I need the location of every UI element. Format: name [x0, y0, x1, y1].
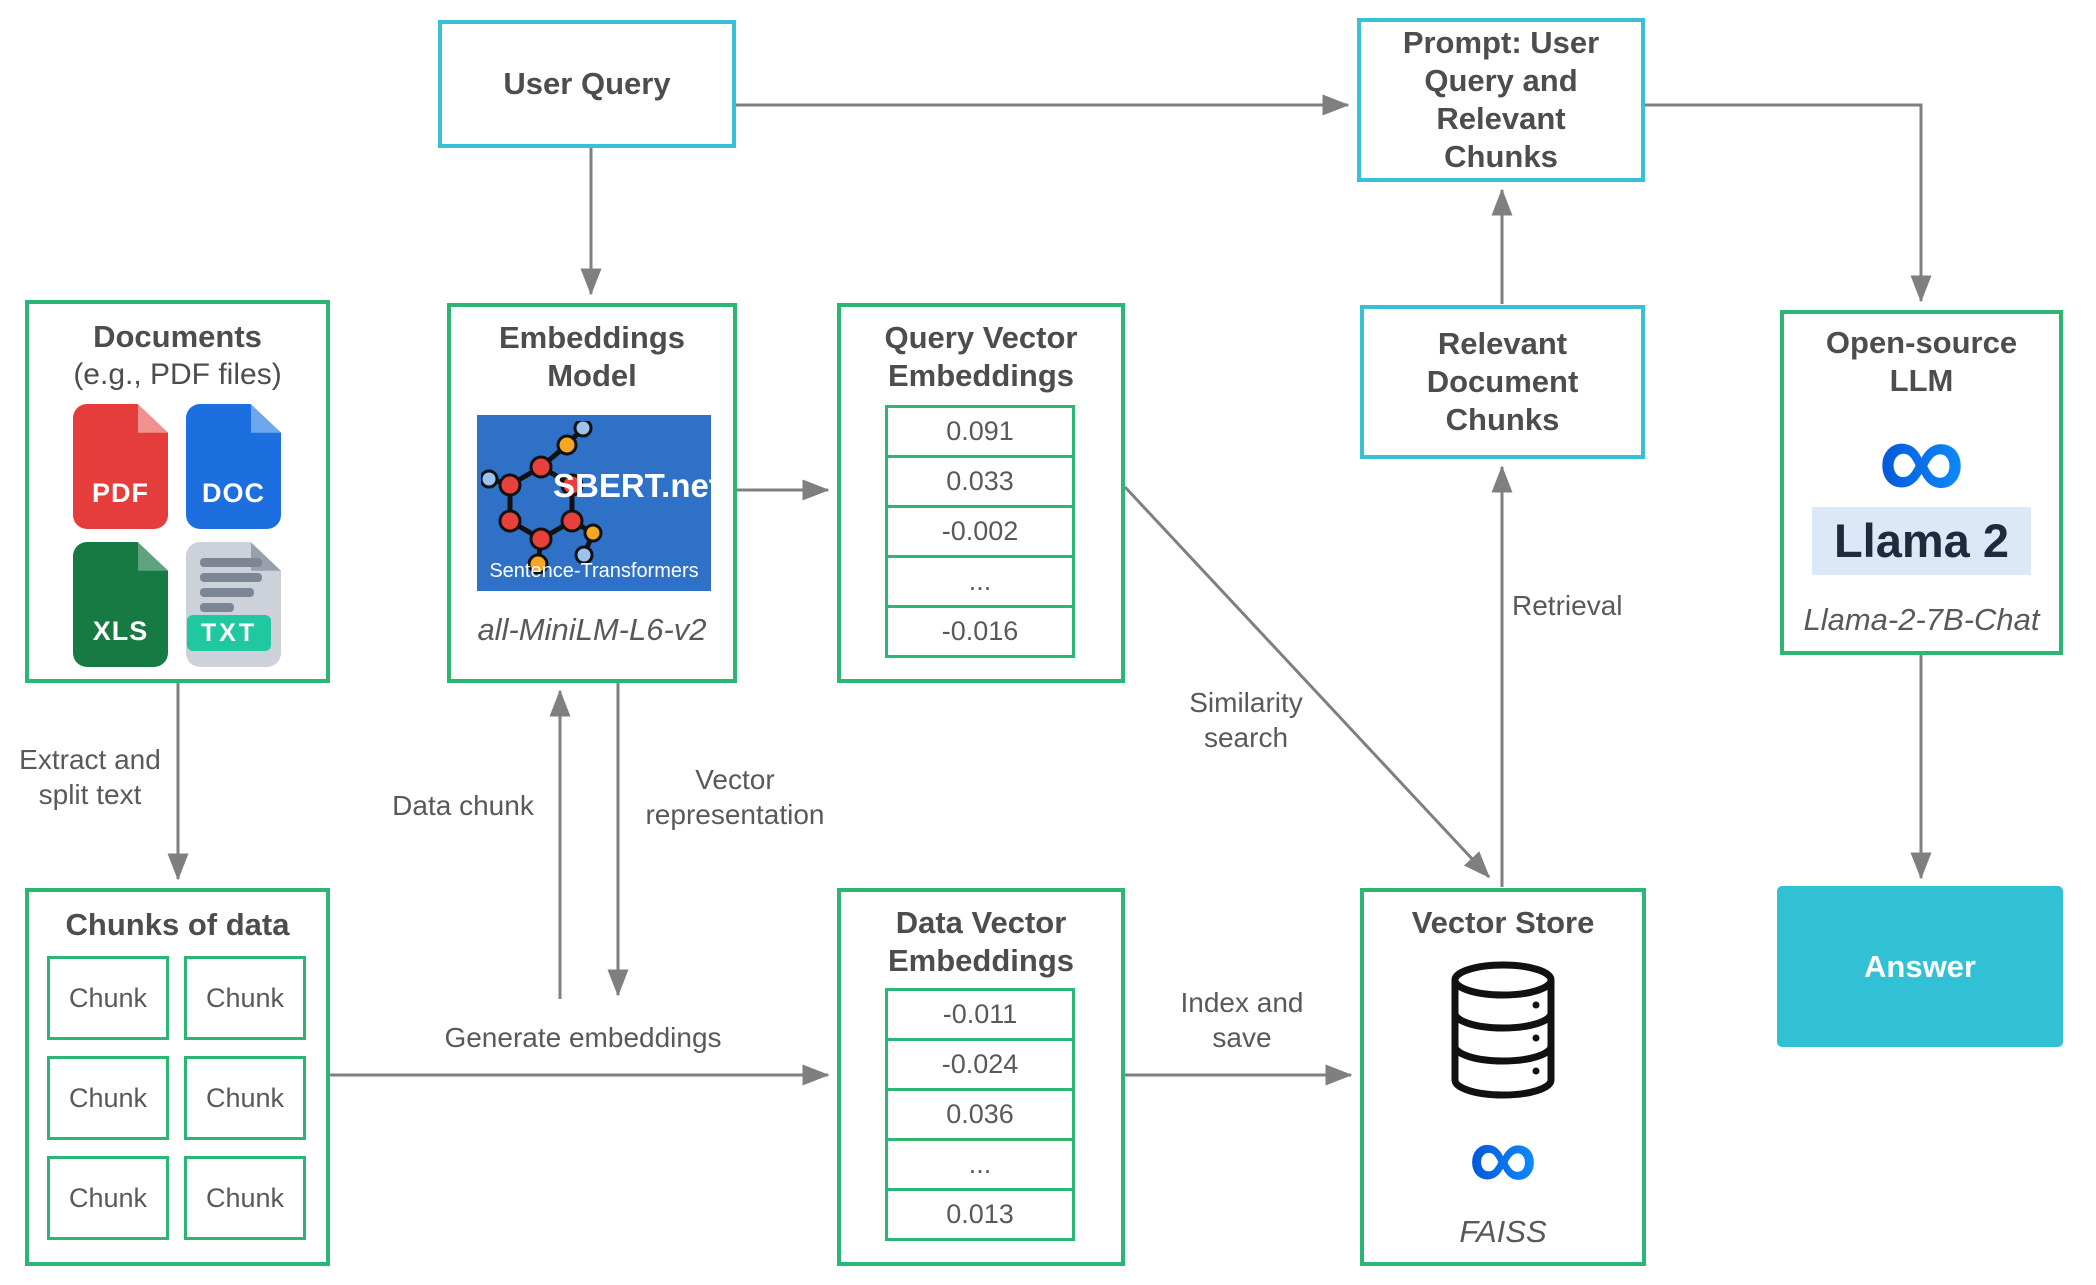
data-embedding-values: -0.011 -0.024 0.036 ... 0.013: [885, 988, 1075, 1241]
meta-logo-icon: ∞: [1878, 391, 1965, 527]
user-query-box: User Query: [438, 20, 736, 148]
sbert-logo: SBERT.net Sentence-Transformers: [477, 415, 720, 591]
documents-subtitle: (e.g., PDF files): [73, 358, 282, 391]
doc-file-fold: [250, 404, 281, 433]
xls-file-fold: [137, 542, 168, 571]
xls-file-label: XLS: [92, 616, 149, 646]
embeddings-model-title: Embeddings Model: [498, 320, 685, 393]
documents-title: Documents: [93, 319, 262, 354]
vector-store-box: Vector Store ∞ FAISS: [1360, 888, 1646, 1266]
chunks-of-data-box: Chunks of data Chunk Chunk Chunk Chunk C…: [25, 888, 330, 1266]
open-source-llm-title: Open-source LLM: [1825, 325, 2018, 398]
answer-label: Answer: [1864, 948, 1976, 984]
vector-store-product: FAISS: [1459, 1214, 1547, 1249]
sbert-logo-subtitle: Sentence-Transformers: [489, 560, 699, 582]
data-vector-embeddings-title: Data Vector Embeddings: [887, 905, 1074, 978]
embedding-value: 0.033: [885, 455, 1075, 508]
relevant-document-chunks-label: Relevant Document Chunks: [1426, 326, 1579, 437]
arrow-prompt-to-llm: [1645, 103, 1932, 303]
edge-label-index-save: Index and save: [1180, 987, 1304, 1053]
embedding-value: -0.002: [885, 505, 1075, 558]
chunk-cell: Chunk: [47, 956, 169, 1040]
edge-label-retrieval: Retrieval: [1512, 590, 1623, 621]
chunks-of-data-title: Chunks of data: [65, 907, 290, 942]
txt-text-line: [200, 588, 254, 597]
edge-label-vector-representation: Vector representation: [645, 764, 825, 830]
edge-label-similarity-search: Similarity search: [1189, 687, 1303, 753]
sbert-logo-name: SBERT.net: [553, 467, 720, 504]
embeddings-model-box: Embeddings Model: [447, 303, 737, 683]
prompt-label: Prompt: User Query and Relevant Chunks: [1402, 25, 1600, 174]
edge-label-extract-split: Extract and split text: [19, 744, 161, 810]
llama-2-logo: Llama 2: [1811, 507, 2032, 575]
database-icon: [1451, 961, 1555, 1099]
query-vector-embeddings-title: Query Vector Embeddings: [884, 320, 1078, 393]
meta-logo-icon: ∞: [1468, 1104, 1538, 1211]
chunk-cell: Chunk: [184, 1056, 306, 1140]
embedding-value: ...: [885, 1138, 1075, 1191]
chunk-cell: Chunk: [184, 1156, 306, 1240]
txt-file-label: TXT: [187, 615, 271, 651]
txt-text-line: [200, 573, 262, 582]
user-query-label: User Query: [503, 66, 671, 101]
open-source-llm-box: Open-source LLM ∞ Llama 2 Llama-2-7B-Cha…: [1780, 310, 2063, 655]
txt-file-icon: TXT: [186, 542, 281, 667]
embedding-value: -0.016: [885, 605, 1075, 658]
pdf-file-fold: [137, 404, 168, 433]
relevant-document-chunks-box: Relevant Document Chunks: [1360, 305, 1645, 459]
chunk-cell: Chunk: [47, 1056, 169, 1140]
prompt-box: Prompt: User Query and Relevant Chunks: [1357, 18, 1645, 182]
doc-file-label: DOC: [202, 478, 265, 508]
vector-store-title: Vector Store: [1411, 905, 1595, 940]
txt-text-line: [200, 603, 234, 612]
embeddings-model-name: all-MiniLM-L6-v2: [477, 612, 707, 647]
embedding-value: -0.024: [885, 1038, 1075, 1091]
embedding-value: 0.036: [885, 1088, 1075, 1141]
chunk-cell: Chunk: [184, 956, 306, 1040]
documents-box: Documents (e.g., PDF files) PDF DOC XLS …: [25, 300, 330, 683]
sbert-molecule-icon: [481, 421, 603, 575]
edge-label-generate-embeddings: Generate embeddings: [444, 1022, 722, 1053]
edge-label-data-chunk: Data chunk: [392, 790, 534, 821]
embedding-value: -0.011: [885, 988, 1075, 1041]
pdf-file-label: PDF: [92, 478, 149, 508]
xls-file-icon: XLS: [73, 542, 168, 667]
answer-box: Answer: [1777, 886, 2063, 1047]
data-vector-embeddings-box: Data Vector Embeddings -0.011 -0.024 0.0…: [837, 888, 1125, 1266]
arrow-similarity-search: [1123, 485, 1491, 879]
query-embedding-values: 0.091 0.033 -0.002 ... -0.016: [885, 405, 1075, 658]
chunk-cell: Chunk: [47, 1156, 169, 1240]
txt-text-line: [200, 558, 262, 567]
embedding-value: ...: [885, 555, 1075, 608]
query-vector-embeddings-box: Query Vector Embeddings 0.091 0.033 -0.0…: [837, 303, 1125, 683]
pdf-file-icon: PDF: [73, 404, 168, 529]
embedding-value: 0.013: [885, 1188, 1075, 1241]
embedding-value: 0.091: [885, 405, 1075, 458]
doc-file-icon: DOC: [186, 404, 281, 529]
llm-model-name: Llama-2-7B-Chat: [1803, 602, 2040, 637]
